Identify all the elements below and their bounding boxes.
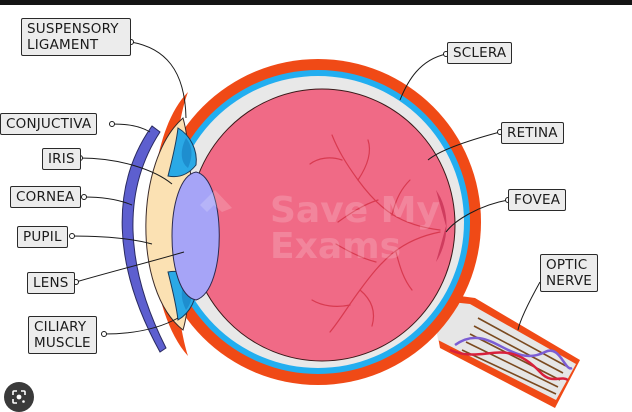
label-optic-nerve: OPTIC NERVE — [540, 254, 599, 292]
label-cornea: CORNEA — [10, 186, 81, 208]
top-bar — [0, 0, 632, 5]
watermark-logo: Save My Exams — [200, 190, 440, 267]
label-iris: IRIS — [42, 148, 81, 170]
lens-body — [171, 171, 220, 301]
label-fovea: FOVEA — [508, 189, 567, 211]
optic-nerve — [430, 292, 580, 408]
label-suspensory-ligament: SUSPENSORY LIGAMENT — [21, 18, 131, 56]
label-ciliary-muscle: CILIARY MUSCLE — [28, 316, 97, 354]
cornea-layer — [121, 125, 167, 353]
svg-text:Exams: Exams — [270, 226, 401, 267]
label-retina: RETINA — [501, 122, 564, 144]
google-lens-icon — [12, 390, 26, 404]
svg-text:Save My: Save My — [270, 190, 440, 231]
label-sclera: SCLERA — [447, 42, 513, 64]
leader-lines — [71, 41, 541, 335]
blood-vessels — [309, 134, 441, 333]
label-conjunctiva: CONJUCTIVA — [0, 113, 98, 135]
fovea-pit — [436, 190, 447, 262]
google-lens-button[interactable] — [4, 382, 34, 412]
label-lens: LENS — [27, 272, 75, 294]
label-pupil: PUPIL — [17, 226, 68, 248]
